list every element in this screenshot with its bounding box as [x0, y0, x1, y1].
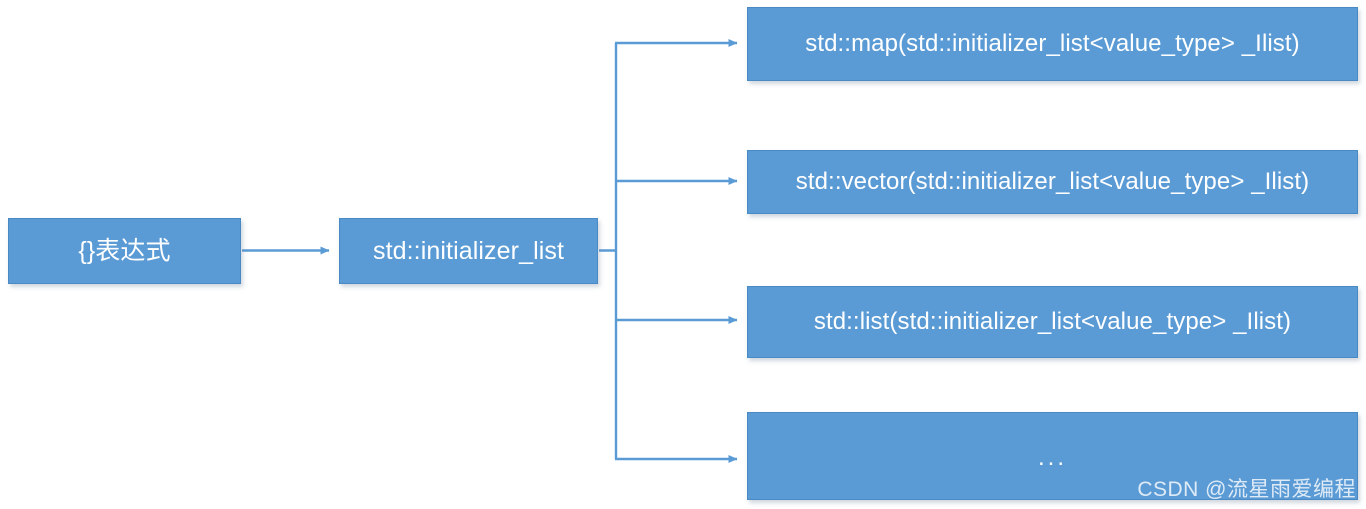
edge-init-trunk [599, 43, 618, 459]
node-std-vector-ctor-label: std::vector(std::initializer_list<value_… [795, 168, 1310, 196]
node-brace-expression[interactable]: {}表达式 [8, 218, 241, 284]
node-std-list-ctor-label: std::list(std::initializer_list<value_ty… [813, 308, 1292, 336]
node-std-map-ctor-label: std::map(std::initializer_list<value_typ… [805, 30, 1300, 58]
node-brace-expression-label: {}表达式 [78, 236, 171, 265]
node-std-list-ctor[interactable]: std::list(std::initializer_list<value_ty… [747, 286, 1358, 358]
node-ellipsis-more[interactable]: ... [747, 412, 1358, 500]
node-std-initializer-list[interactable]: std::initializer_list [339, 218, 598, 284]
node-std-map-ctor[interactable]: std::map(std::initializer_list<value_typ… [747, 7, 1358, 81]
node-std-initializer-list-label: std::initializer_list [372, 236, 565, 265]
node-std-vector-ctor[interactable]: std::vector(std::initializer_list<value_… [747, 150, 1358, 214]
node-ellipsis-more-label: ... [1037, 444, 1067, 472]
